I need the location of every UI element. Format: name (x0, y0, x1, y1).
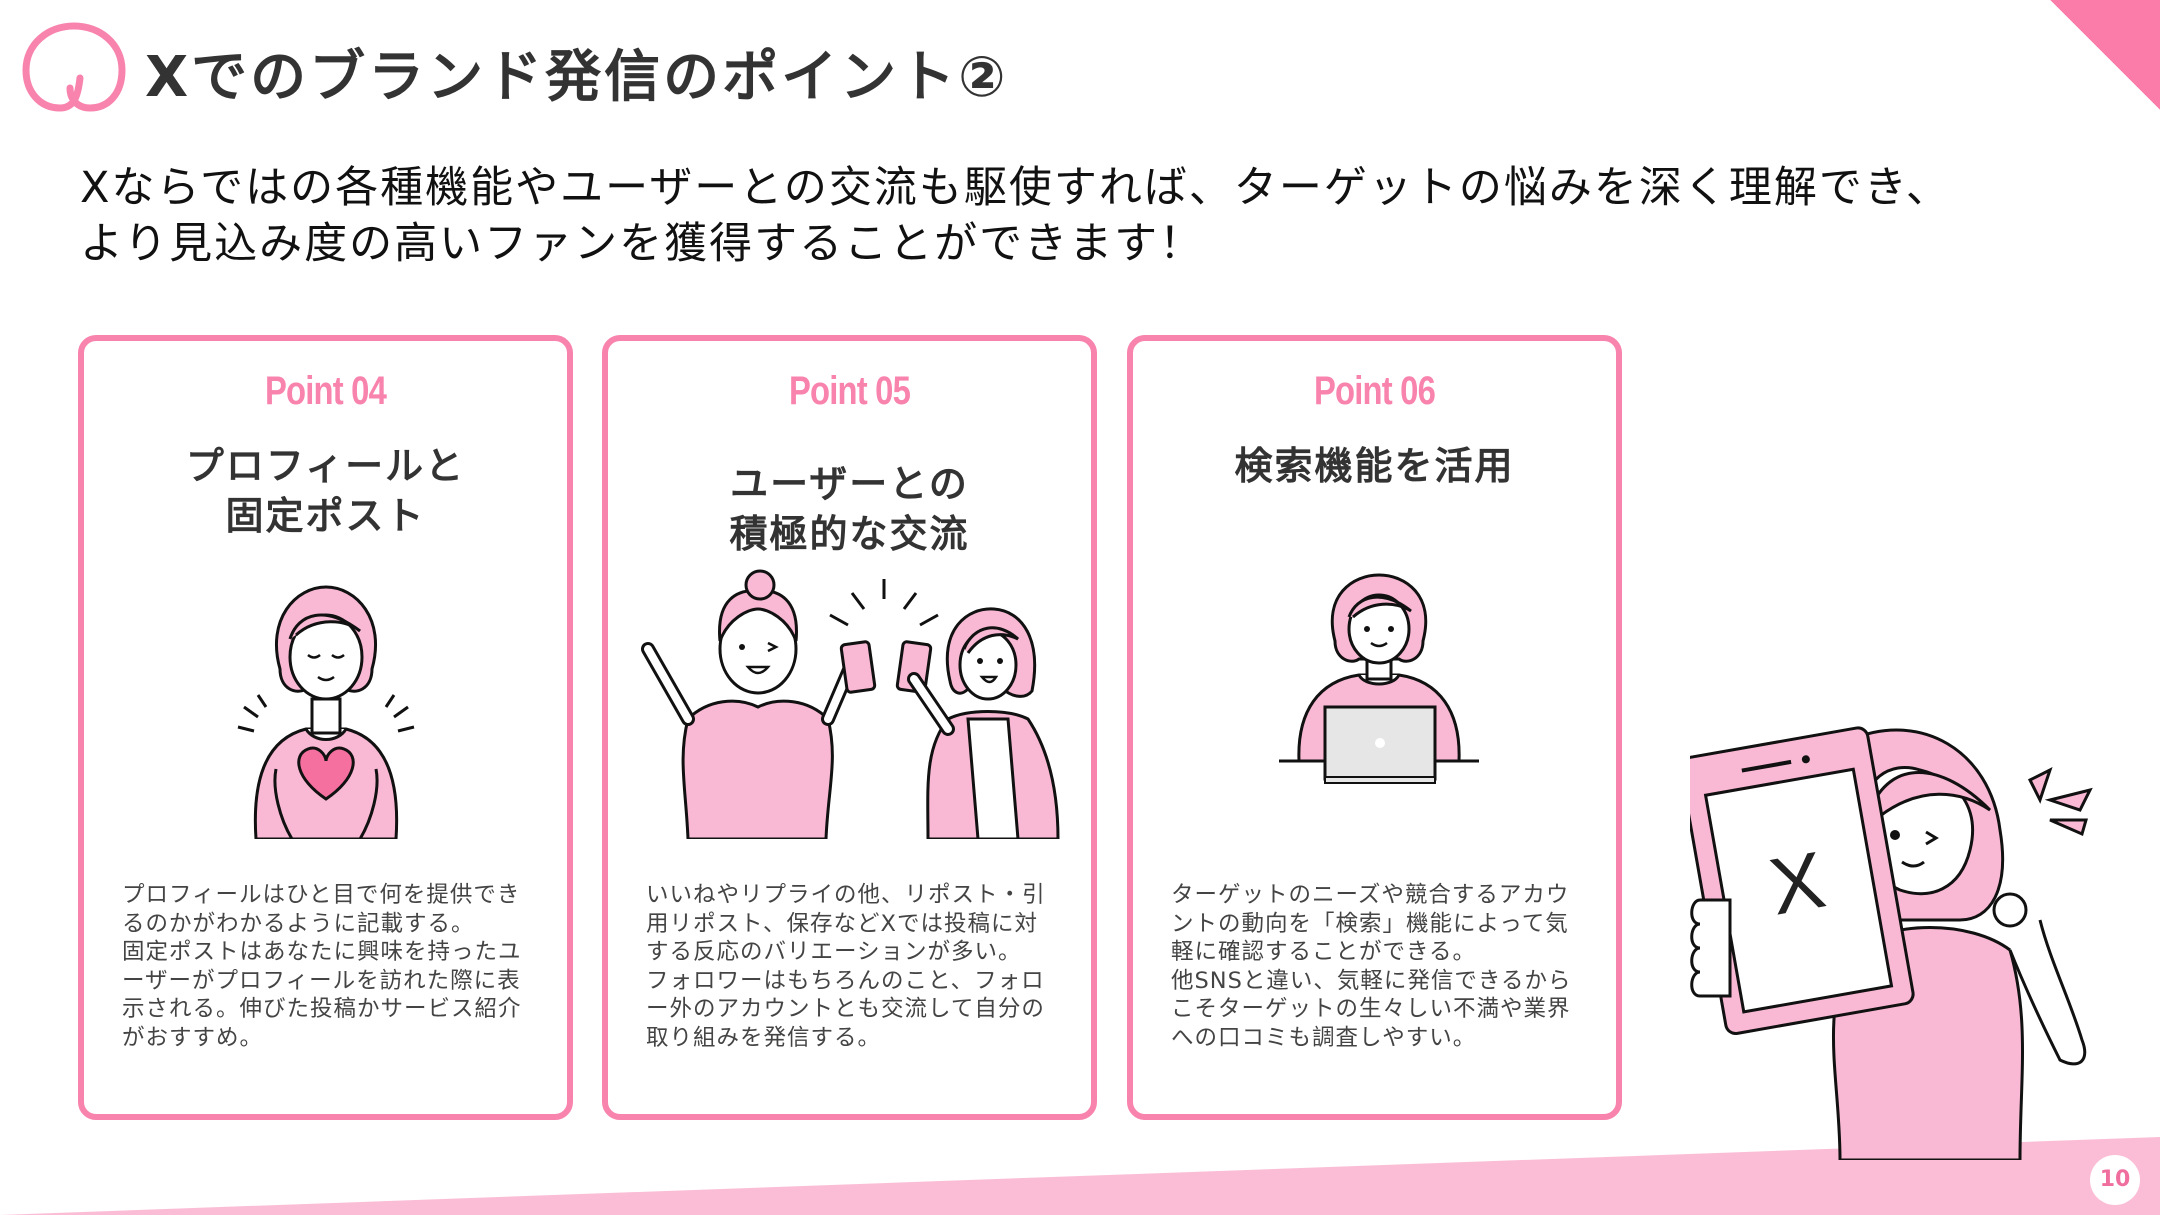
card-heading-line-1: 検索機能を活用 (1234, 444, 1515, 488)
point-label: Point 06 (1313, 369, 1436, 413)
card-heading-line-1: プロフィールと (185, 444, 466, 488)
point-label: Point 04 (264, 369, 387, 413)
woman-heart-illustration (237, 585, 415, 839)
lead-text: Xならではの各種機能やユーザーとの交流も駆使すれば、ターゲットの悩みを深く理解で… (80, 160, 1951, 272)
card-heading-line-1: ユーザーとの (730, 462, 969, 506)
point-card-04: Point 04 プロフィールと 固定ポスト プロフィールはひと目で何を提供でき… (78, 335, 573, 1120)
two-women-phones-illustration (641, 569, 1060, 839)
card-heading: 検索機能を活用 (1133, 441, 1616, 491)
card-body-text: プロフィールはひと目で何を提供できるのかがわかるように記載する。 固定ポストはあ… (122, 882, 522, 1051)
card-heading-line-2: 積極的な交流 (729, 512, 970, 556)
page-title: Xでのブランド発信のポイント② (145, 45, 1009, 110)
woman-holding-x-phone-illustration: X (1690, 726, 2093, 1160)
lead-line-2: より見込み度の高いファンを獲得することができます！ (80, 219, 1205, 269)
page-number: 10 (2090, 1155, 2140, 1205)
corner-decoration (2050, 0, 2160, 110)
woman-laptop-illustration (1279, 573, 1479, 784)
lead-line-1: Xならではの各種機能やユーザーとの交流も駆使すれば、ターゲットの悩みを深く理解で… (80, 163, 1951, 213)
point-card-06: Point 06 検索機能を活用 ターゲットのニーズや競合するアカウントの動向を… (1127, 335, 1622, 1120)
card-body-text: ターゲットのニーズや競合するアカウントの動向を「検索」機能によって気軽に確認する… (1171, 882, 1572, 1051)
card-heading-line-2: 固定ポスト (225, 494, 426, 538)
card-heading: プロフィールと 固定ポスト (84, 441, 567, 541)
card-heading: ユーザーとの 積極的な交流 (608, 459, 1091, 559)
pink-loop-logo-icon (22, 22, 126, 112)
point-card-05: Point 05 ユーザーとの 積極的な交流 いいねやリプライの他、リポスト・引… (602, 335, 1097, 1120)
card-body-text: いいねやリプライの他、リポスト・引用リポスト、保存などXでは投稿に対する反応のバ… (646, 882, 1046, 1051)
bottom-pink-band (0, 1137, 2160, 1215)
point-label: Point 05 (788, 369, 911, 413)
